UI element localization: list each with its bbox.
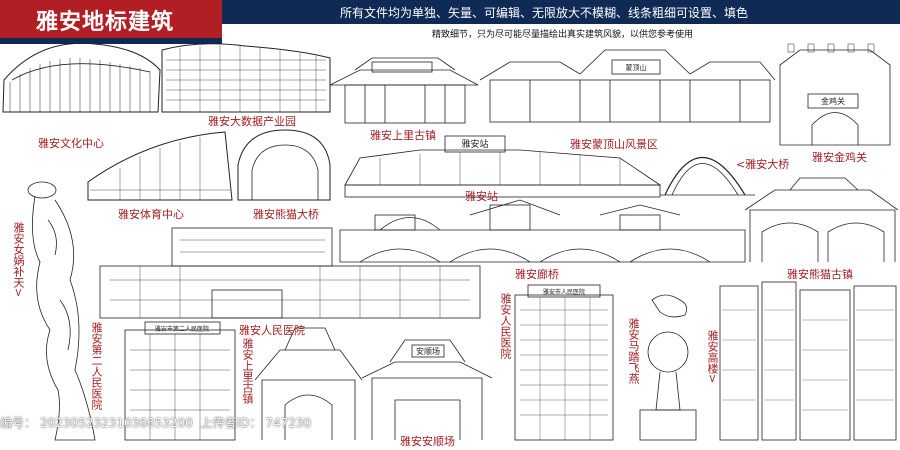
label-shangli-town-bottom: 雅安上里古镇 [241,338,254,404]
label-panda-town: 雅安熊猫古镇 [787,268,853,281]
shangli-gate-bottom-drawing [254,327,363,440]
horse-statue-drawing [639,294,697,441]
station-drawing [344,135,662,198]
label-panda-bridge: 雅安熊猫大桥 [253,208,319,221]
jinji-sign: 金鸡关 [821,96,845,106]
label-shangli-town-top: 雅安上里古镇 [370,129,436,142]
label-corridor-bridge: 雅安廊桥 [515,268,559,281]
panda-bridge-drawing [237,129,331,201]
watermark-uploader-value: 747230 [265,416,312,430]
watermark-id-label: 编号： [0,416,37,430]
label-hospital-tower: 雅安人民医院 [499,293,512,359]
header-navy-band [222,0,900,24]
yaan-bridge-drawing [660,156,755,196]
label-bigdata-park: 雅安大数据产业园 [208,115,296,128]
label-nvwa: 雅安女娲补天> [12,222,25,298]
highrise-drawing [719,281,897,441]
hospital-sign: 雅安市人民医院 [543,288,585,296]
second-hospital-drawing [124,321,236,441]
mengding-archway-drawing [479,49,776,123]
sports-center-drawing [87,131,233,201]
label-station: 雅安站 [465,190,498,203]
station-sign: 雅安站 [461,138,488,150]
header-note-band [222,24,900,44]
culture-center-drawing [2,42,161,113]
page-subtitle: 所有文件均为单独、矢量、可编辑、无限放大不模糊、线条粗细可设置、填色 [340,6,749,20]
page-title: 雅安地标建筑 [36,10,175,35]
shangli-gate-top-drawing [329,57,479,124]
label-second-hospital: 雅安第二人民医院 [90,322,103,410]
label-highrise: 雅安高楼> [706,330,719,384]
watermark-uploader-label: 上传者ID： [200,416,262,430]
hospital-main-drawing [99,227,481,319]
label-sports-center: 雅安体育中心 [118,208,184,221]
label-anshun-square: 雅安安顺场 [400,435,455,448]
label-jinji-pass: 雅安金鸡关 [812,151,867,164]
watermark-id-value: 20230523231036653200 [40,416,193,430]
bigdata-park-drawing [161,43,331,113]
jinji-pass-drawing [779,43,891,146]
header-navy-stripe [0,38,222,44]
header-red-band [0,0,222,38]
corridor-bridge-drawing [339,199,746,263]
anshun-sign: 安顺场 [416,346,440,356]
page-note: 精致细节，只为尽可能尽量描绘出真实建筑风貌，以供您参考使用 [432,30,694,40]
label-culture-center: 雅安文化中心 [38,137,104,150]
watermark: 编号：20230523231036653200 上传者ID：747230 [0,414,315,431]
label-yaan-bridge: <雅安大桥 [736,158,790,171]
label-horse-statue: 雅安马踏飞燕 [627,318,640,384]
nvwa-statue-drawing [27,181,96,441]
label-hospital-main: 雅安人民医院 [239,324,305,337]
panda-town-drawing [744,177,899,262]
label-mengding-scenic: 雅安蒙顶山风景区 [570,138,658,151]
second-hospital-sign: 雅安市第二人民医院 [155,325,209,333]
mengding-sign: 蒙顶山 [626,63,647,72]
hospital-tower-drawing [514,284,614,441]
anshun-gate-drawing [361,339,493,440]
